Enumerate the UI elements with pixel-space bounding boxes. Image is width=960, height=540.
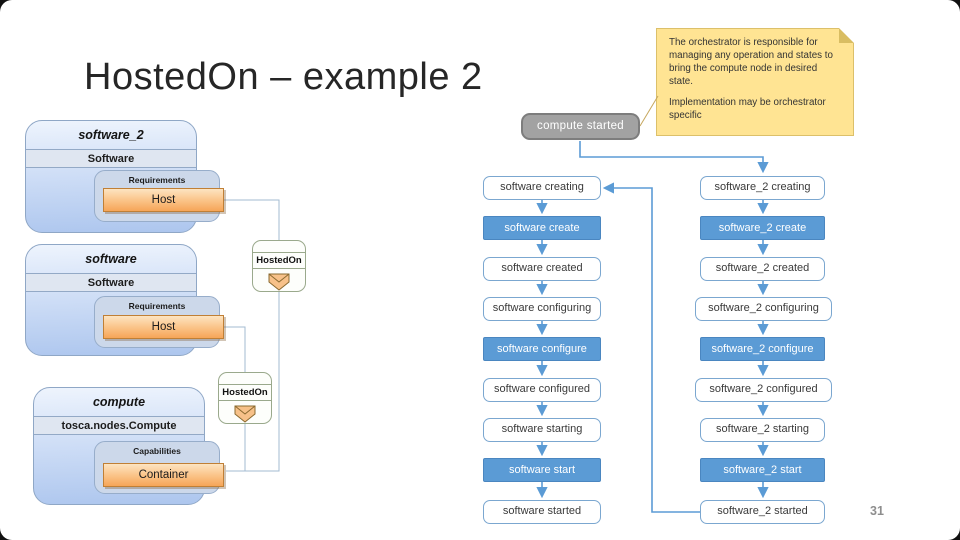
op-software-2-configure: software_2 configure: [700, 337, 825, 361]
hostedon-envelope-icon: [234, 405, 256, 423]
state-software-2-started: software_2 started: [700, 500, 825, 524]
note-text-1: The orchestrator is responsible for mana…: [669, 37, 833, 87]
op-software-2-start: software_2 start: [700, 458, 825, 482]
requirements-label: Requirements: [128, 301, 186, 311]
note-folded-corner-icon: [839, 28, 854, 43]
state-software-configuring: software configuring: [483, 297, 601, 321]
node-software-2-host-requirement: Host: [103, 188, 224, 212]
op-software-2-create: software_2 create: [700, 216, 825, 240]
capabilities-label: Capabilities: [133, 446, 181, 456]
state-software-creating: software creating: [483, 176, 601, 200]
state-software-2-configuring: software_2 configuring: [695, 297, 832, 321]
node-compute-container-capability: Container: [103, 463, 224, 487]
op-software-start: software start: [483, 458, 601, 482]
page-title: HostedOn – example 2: [84, 56, 483, 98]
state-software-started: software started: [483, 500, 601, 524]
page-number: 31: [870, 504, 884, 518]
node-software-title: software: [85, 252, 137, 266]
node-software-type: Software: [26, 273, 196, 292]
state-software-configured: software configured: [483, 378, 601, 402]
node-compute-title: compute: [92, 395, 146, 409]
requirements-label: Requirements: [128, 175, 186, 185]
node-compute-type: tosca.nodes.Compute: [34, 416, 204, 435]
relationship-hostedon-2: HostedOn: [218, 372, 272, 424]
node-software-2-type: Software: [26, 149, 196, 168]
state-software-2-configured: software_2 configured: [695, 378, 832, 402]
state-software-2-starting: software_2 starting: [700, 418, 825, 442]
state-software-2-creating: software_2 creating: [700, 176, 825, 200]
node-software-2-title: software_2: [78, 128, 144, 142]
node-software-host-requirement: Host: [103, 315, 224, 339]
hostedon-envelope-icon: [268, 273, 290, 291]
relationship-hostedon-2-label: HostedOn: [219, 384, 271, 401]
orchestrator-note: The orchestrator is responsible for mana…: [656, 28, 854, 136]
op-software-configure: software configure: [483, 337, 601, 361]
relationship-hostedon-1: HostedOn: [252, 240, 306, 292]
note-text-2: Implementation may be orchestrator speci…: [669, 96, 826, 121]
state-compute-started: compute started: [521, 113, 640, 140]
state-software-2-created: software_2 created: [700, 257, 825, 281]
relationship-hostedon-1-label: HostedOn: [253, 252, 305, 269]
state-software-created: software created: [483, 257, 601, 281]
op-software-create: software create: [483, 216, 601, 240]
state-software-starting: software starting: [483, 418, 601, 442]
